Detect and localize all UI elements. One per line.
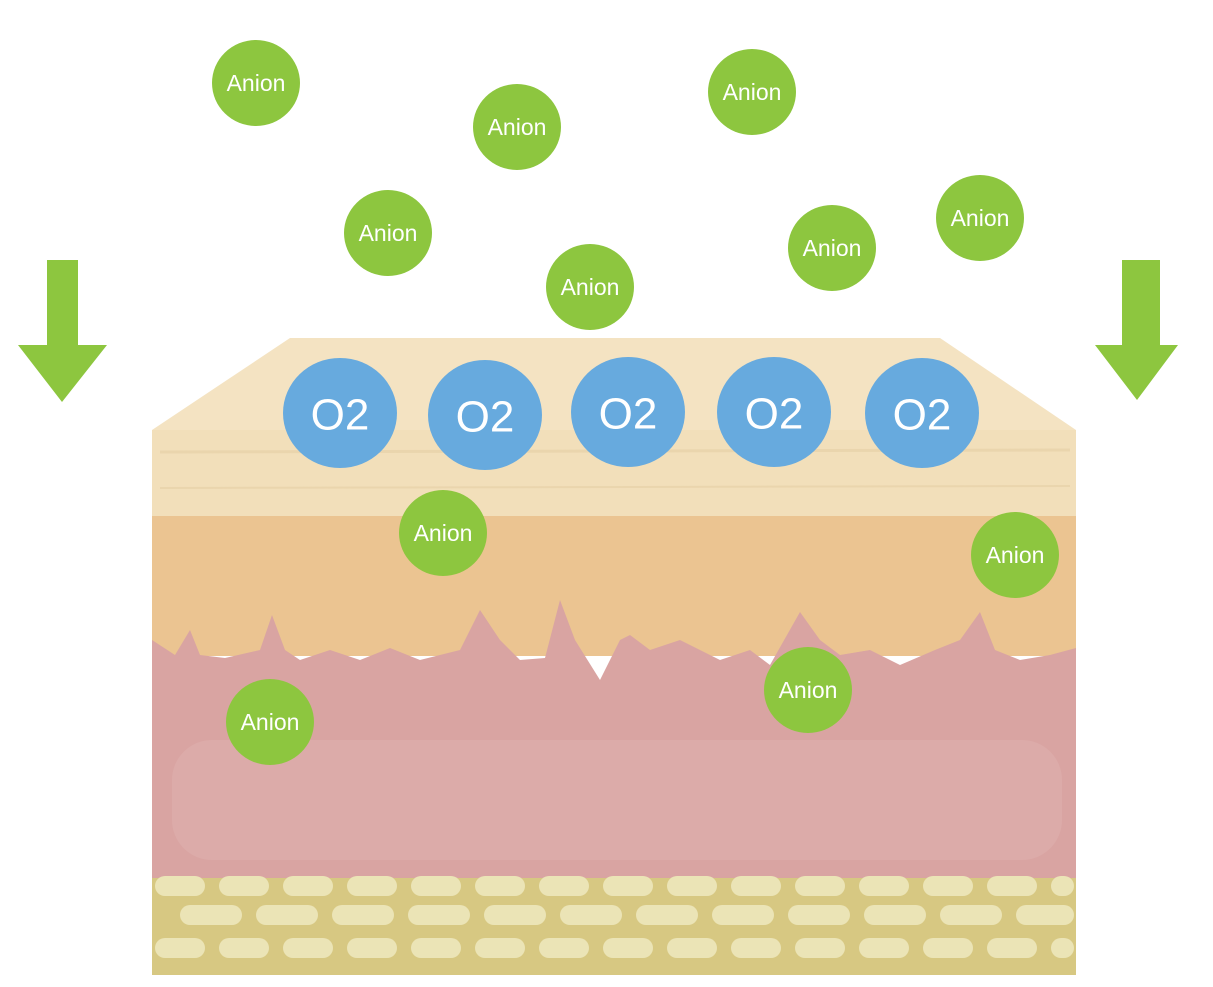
anion-circle [788,205,876,291]
anion-label: Anion [723,79,782,105]
anion-circle [226,679,314,765]
fat-cell [332,905,394,925]
anion-particle: Anion [226,679,314,765]
anion-label: Anion [986,542,1045,568]
down-arrow-left-icon [18,260,107,402]
fat-cell [636,905,698,925]
anion-particle: Anion [936,175,1024,261]
oxygen-circle [865,358,979,468]
oxygen-circle [283,358,397,468]
fat-cell [987,876,1037,896]
anion-circle [971,512,1059,598]
fat-cell [795,876,845,896]
down-arrow-right-icon [1095,260,1178,400]
fat-cell [603,938,653,958]
fat-cell [603,876,653,896]
anion-circle [936,175,1024,261]
fat-cell [667,876,717,896]
fat-cell [1016,905,1074,925]
anion-particle: Anion [764,647,852,733]
oxygen-circle [428,360,542,470]
oxygen-molecules: O2 O2 O2 O2 O2 [283,357,979,470]
oxygen-label: O2 [893,391,952,440]
anion-circle [473,84,561,170]
fat-cell [347,876,397,896]
oxygen-circle [571,357,685,467]
fat-cell [987,938,1037,958]
oxygen-label: O2 [456,393,515,442]
epidermis-layer [152,516,1076,656]
fat-cell [283,938,333,958]
anion-label: Anion [414,520,473,546]
fat-cell [475,938,525,958]
anion-circle [344,190,432,276]
fat-cell [539,938,589,958]
fat-cell [347,938,397,958]
anion-particle: Anion [212,40,300,126]
anion-particle: Anion [399,490,487,576]
fat-cell [155,938,205,958]
fat-cell [408,905,470,925]
anion-particle: Anion [473,84,561,170]
fat-cell [411,876,461,896]
anion-circle [399,490,487,576]
oxygen-molecule: O2 [283,358,397,468]
fat-cell [180,905,242,925]
fat-cell [731,938,781,958]
anion-label: Anion [779,677,838,703]
fat-cell [475,876,525,896]
anion-circle [764,647,852,733]
oxygen-label: O2 [745,390,804,439]
fat-cell [795,938,845,958]
fat-cell [859,876,909,896]
oxygen-label: O2 [311,391,370,440]
fat-cell [484,905,546,925]
fat-cell [411,938,461,958]
skin-cross-section [152,338,1076,975]
anion-particle: Anion [971,512,1059,598]
oxygen-circle [717,357,831,467]
anion-circle [546,244,634,330]
fat-cell [788,905,850,925]
oxygen-molecule: O2 [571,357,685,467]
anion-label: Anion [227,70,286,96]
fat-cell [219,938,269,958]
fat-cell [667,938,717,958]
oxygen-label: O2 [599,390,658,439]
anion-circle [708,49,796,135]
fat-cell [731,876,781,896]
fat-cell [923,876,973,896]
fat-cell [712,905,774,925]
anion-label: Anion [951,205,1010,231]
anion-particles: AnionAnionAnionAnionAnionAnionAnionAnion… [212,40,1059,765]
fat-cell [864,905,926,925]
anion-label: Anion [241,709,300,735]
fat-cells [155,876,1074,958]
anion-label: Anion [803,235,862,261]
anion-particle: Anion [708,49,796,135]
anion-circle [212,40,300,126]
fat-cell [219,876,269,896]
anion-label: Anion [359,220,418,246]
fat-cell [539,876,589,896]
fat-cell [1051,938,1074,958]
fat-cell [283,876,333,896]
fat-cell [923,938,973,958]
fat-cell [256,905,318,925]
anion-label: Anion [488,114,547,140]
fat-cell [940,905,1002,925]
oxygen-molecule: O2 [865,358,979,468]
fat-cell [155,876,205,896]
fat-cell [859,938,909,958]
dermis-inner [172,740,1062,860]
fat-cell [1051,876,1074,896]
anion-particle: Anion [546,244,634,330]
anion-particle: Anion [344,190,432,276]
oxygen-molecule: O2 [428,360,542,470]
anion-label: Anion [561,274,620,300]
fat-cell [560,905,622,925]
anion-particle: Anion [788,205,876,291]
oxygen-molecule: O2 [717,357,831,467]
